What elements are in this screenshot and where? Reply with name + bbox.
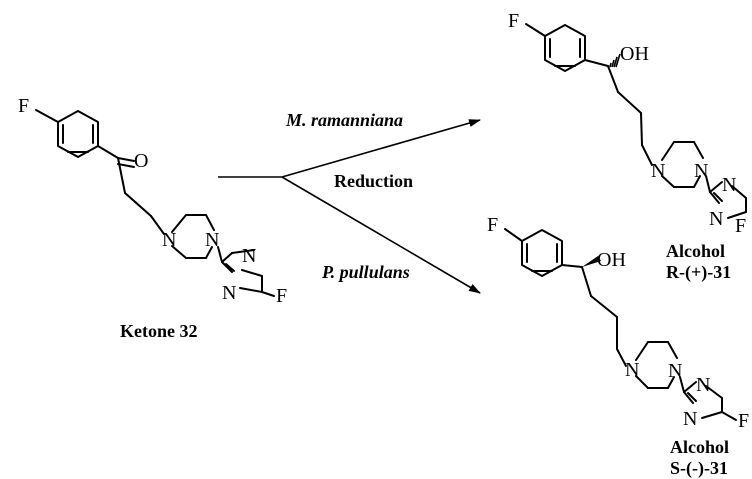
ketone-fluorine-label: F [18, 95, 29, 117]
product-r-label-line2: R-(+)-31 [666, 262, 731, 283]
s-piperazine-n4-label: N [668, 360, 682, 382]
ketone-piperazine-n1-label: N [162, 229, 176, 251]
reduction-label: Reduction [334, 171, 413, 191]
reaction-arrows [218, 119, 481, 294]
r-pyrimidine-n3-label: N [709, 208, 723, 230]
s-pyrimidine-n1-label: N [696, 374, 710, 396]
r-piperazine-n1-label: N [651, 160, 665, 182]
r-hydroxyl-label: OH [620, 43, 649, 65]
ketone-pyrimidine-fluorine-label: F [276, 285, 287, 307]
ketone-piperazine-n4-label: N [205, 229, 219, 251]
r-pyrimidine-fluorine-label: F [735, 215, 746, 237]
ketone-compound-label: Ketone 32 [120, 321, 197, 341]
r-pyrimidine-n1-label: N [722, 174, 736, 196]
lower-organism-label: P. pullulans [321, 262, 410, 282]
alcohol-r-structure [525, 23, 747, 219]
r-piperazine-n4-label: N [694, 160, 708, 182]
upper-organism-label: M. ramanniana [285, 110, 403, 130]
s-pyrimidine-fluorine-label: F [738, 410, 749, 432]
s-hydroxyl-label: OH [597, 249, 626, 271]
ketone-32-structure [35, 109, 275, 297]
product-s-label-line1: Alcohol [670, 437, 729, 457]
ketone-pyrimidine-n3-label: N [222, 282, 236, 304]
s-piperazine-n1-label: N [625, 359, 639, 381]
s-pyrimidine-n3-label: N [683, 408, 697, 430]
product-r-label-line1: Alcohol [666, 241, 725, 261]
r-fluorine-label: F [508, 10, 519, 32]
arrow-upper [281, 119, 481, 178]
arrow-lower [281, 176, 481, 294]
alcohol-s-structure [504, 228, 737, 421]
ketone-oxygen-label: O [134, 150, 148, 172]
s-fluorine-label: F [487, 214, 498, 236]
ketone-pyrimidine-n1-label: N [242, 245, 256, 267]
product-s-label-line2: S-(-)-31 [670, 458, 728, 479]
